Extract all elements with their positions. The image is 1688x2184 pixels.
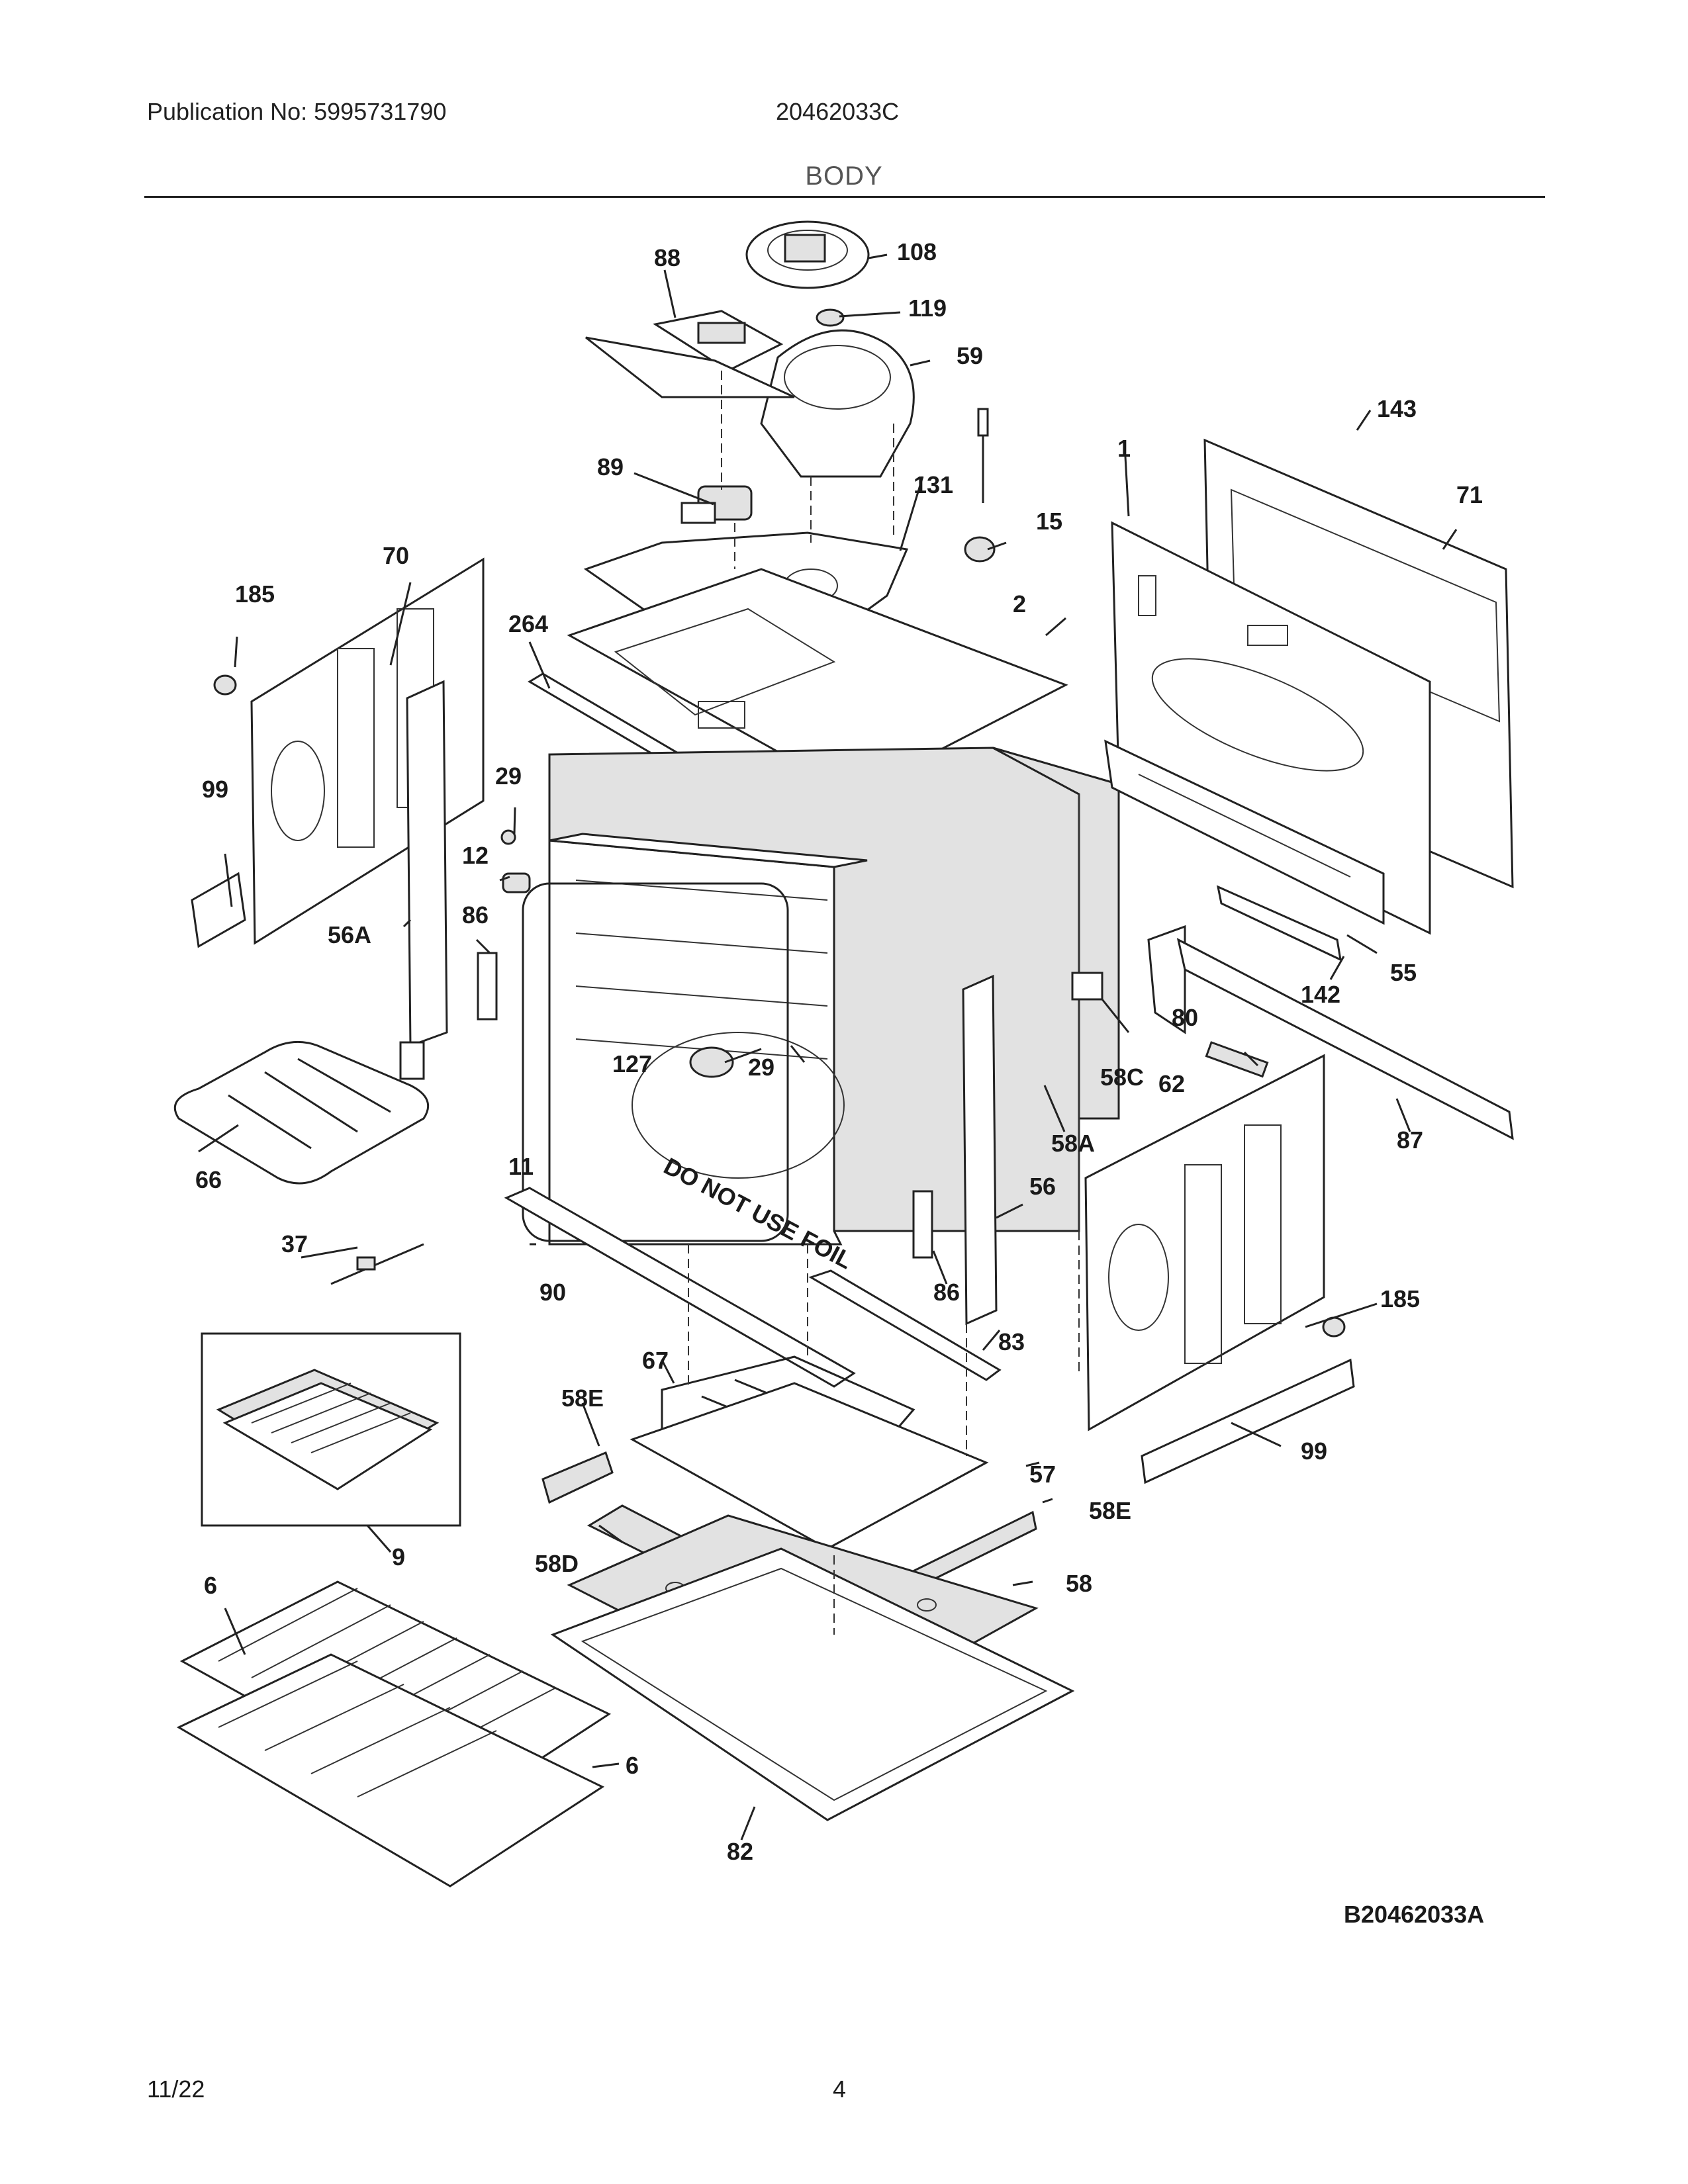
insulation-58E-left (541, 1451, 614, 1504)
grommet-185-left (213, 674, 237, 696)
lamp-12 (502, 872, 531, 893)
trim-83 (808, 1269, 1002, 1381)
callout-143: 143 (1377, 395, 1417, 422)
publication-number: Publication No: 5995731790 (147, 98, 447, 125)
callout-86-right: 86 (933, 1279, 960, 1306)
callout-12: 12 (462, 842, 489, 869)
callout-58E-right: 58E (1089, 1497, 1131, 1524)
callout-119: 119 (908, 295, 947, 322)
bracket-99-left (191, 872, 246, 948)
callout-2: 2 (1013, 590, 1026, 617)
fan-hub-119 (816, 308, 845, 327)
callout-9: 9 (392, 1543, 405, 1570)
broiler-pan-9 (201, 1332, 461, 1527)
callout-6-top: 6 (204, 1572, 217, 1599)
plate-57 (630, 1382, 989, 1550)
callout-80: 80 (1172, 1004, 1198, 1031)
callout-264: 264 (508, 610, 548, 637)
callout-185-right: 185 (1380, 1285, 1420, 1312)
callout-66: 66 (195, 1166, 222, 1193)
callout-58D: 58D (535, 1550, 579, 1577)
callout-11: 11 (508, 1153, 534, 1180)
broil-element-66 (173, 1040, 430, 1185)
footer-date: 11/22 (147, 2075, 205, 2103)
callout-59: 59 (957, 342, 983, 369)
screw-29 (500, 829, 516, 845)
callout-57: 57 (1029, 1461, 1056, 1488)
diagram-code: B20462033A (1344, 1901, 1485, 1928)
callout-99-left: 99 (202, 776, 228, 803)
callout-83: 83 (998, 1328, 1025, 1355)
vent-55 (1104, 739, 1385, 925)
section-title: BODY (805, 161, 883, 191)
strip-56A (406, 680, 448, 1048)
callout-58A: 58A (1051, 1130, 1095, 1157)
callout-108: 108 (897, 238, 937, 265)
callout-15: 15 (1036, 508, 1062, 535)
callout-82: 82 (727, 1838, 753, 1865)
hinge-86-left (477, 952, 498, 1021)
thermostat-89 (680, 485, 753, 524)
back-panel-1 (1111, 521, 1431, 935)
callout-58C: 58C (1100, 1064, 1144, 1091)
convection-fan-108 (745, 220, 870, 289)
page-number: 4 (833, 2075, 847, 2103)
callout-142: 142 (1301, 981, 1340, 1008)
trim-90 (504, 1187, 856, 1388)
terminal-block-62 (1205, 1041, 1269, 1078)
baffle-88 (585, 310, 795, 398)
callout-1: 1 (1117, 435, 1131, 462)
callout-131: 131 (914, 471, 953, 498)
callout-56A: 56A (328, 921, 371, 948)
bottom-pan-82 (550, 1547, 1075, 1821)
model-number: 20462033C (776, 98, 900, 125)
callout-185-left: 185 (235, 580, 275, 608)
bracket-99-right (1141, 1358, 1355, 1484)
bracket-142 (1216, 885, 1342, 962)
callout-58E-left: 58E (561, 1385, 604, 1412)
callout-6-bottom: 6 (626, 1752, 639, 1779)
callout-88: 88 (654, 244, 680, 271)
rail-87 (1176, 938, 1514, 1140)
side-panel-70-right (1084, 1054, 1325, 1432)
callout-67: 67 (642, 1347, 669, 1374)
side-panel-70-left (250, 557, 485, 945)
callout-29-top: 29 (495, 762, 522, 790)
oven-rack-6-bottom (176, 1653, 605, 1888)
strip-56 (962, 974, 998, 1326)
callout-71: 71 (1456, 481, 1483, 508)
sensor-37 (330, 1243, 424, 1285)
duct-59 (760, 329, 915, 478)
callout-127: 127 (612, 1050, 652, 1077)
header-rule (144, 196, 1545, 198)
callout-90: 90 (539, 1279, 566, 1306)
callout-86-left: 86 (462, 901, 489, 929)
top-plate-2 (567, 568, 1068, 796)
callout-87: 87 (1397, 1126, 1423, 1154)
callout-89: 89 (597, 453, 624, 480)
insulation-58C (1071, 972, 1103, 1001)
callout-99-right: 99 (1301, 1437, 1327, 1465)
probe-15 (964, 408, 996, 563)
hinge-86-right (912, 1190, 933, 1259)
door-gasket-11 (522, 882, 789, 1242)
callout-37: 37 (281, 1230, 308, 1257)
callout-29-bottom: 29 (748, 1054, 774, 1081)
callout-55: 55 (1390, 959, 1417, 986)
callout-56: 56 (1029, 1173, 1056, 1200)
oven-cavity: DO NOT USE FOIL (548, 833, 868, 1274)
callout-58: 58 (1066, 1570, 1092, 1597)
bracket-80 (1147, 925, 1186, 1034)
callout-62: 62 (1158, 1070, 1185, 1097)
callout-70-left: 70 (383, 542, 409, 569)
